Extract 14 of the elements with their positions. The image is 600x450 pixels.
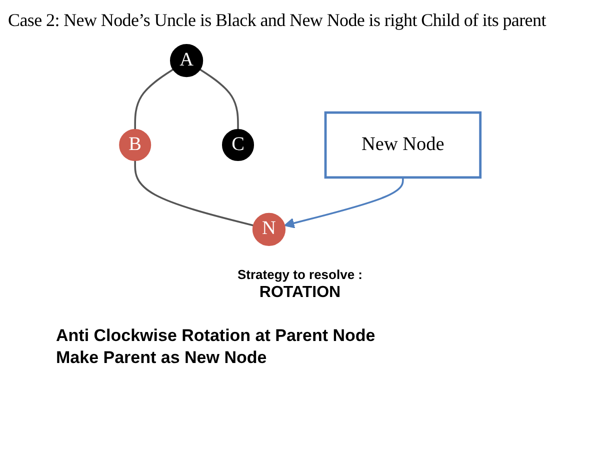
- node-circle: C: [222, 128, 254, 162]
- connector: [134, 160, 254, 226]
- connector: [134, 68, 174, 130]
- arrow: [284, 177, 404, 228]
- node-circle: N: [252, 212, 286, 246]
- strategy-text: ROTATION: [258, 284, 342, 302]
- step-text: Anti Clockwise Rotation at Parent Node: [56, 326, 376, 346]
- diagram-title: Case 2: New Node’s Uncle is Black and New Node is right Child of its parent: [8, 10, 548, 31]
- strategy-text: Strategy to resolve :: [236, 267, 364, 282]
- node-circle: B: [119, 128, 152, 162]
- step-text: Make Parent as New Node: [56, 348, 268, 368]
- connector: [199, 68, 239, 130]
- node-circle: A: [170, 44, 204, 78]
- node-box: New Node: [324, 111, 482, 179]
